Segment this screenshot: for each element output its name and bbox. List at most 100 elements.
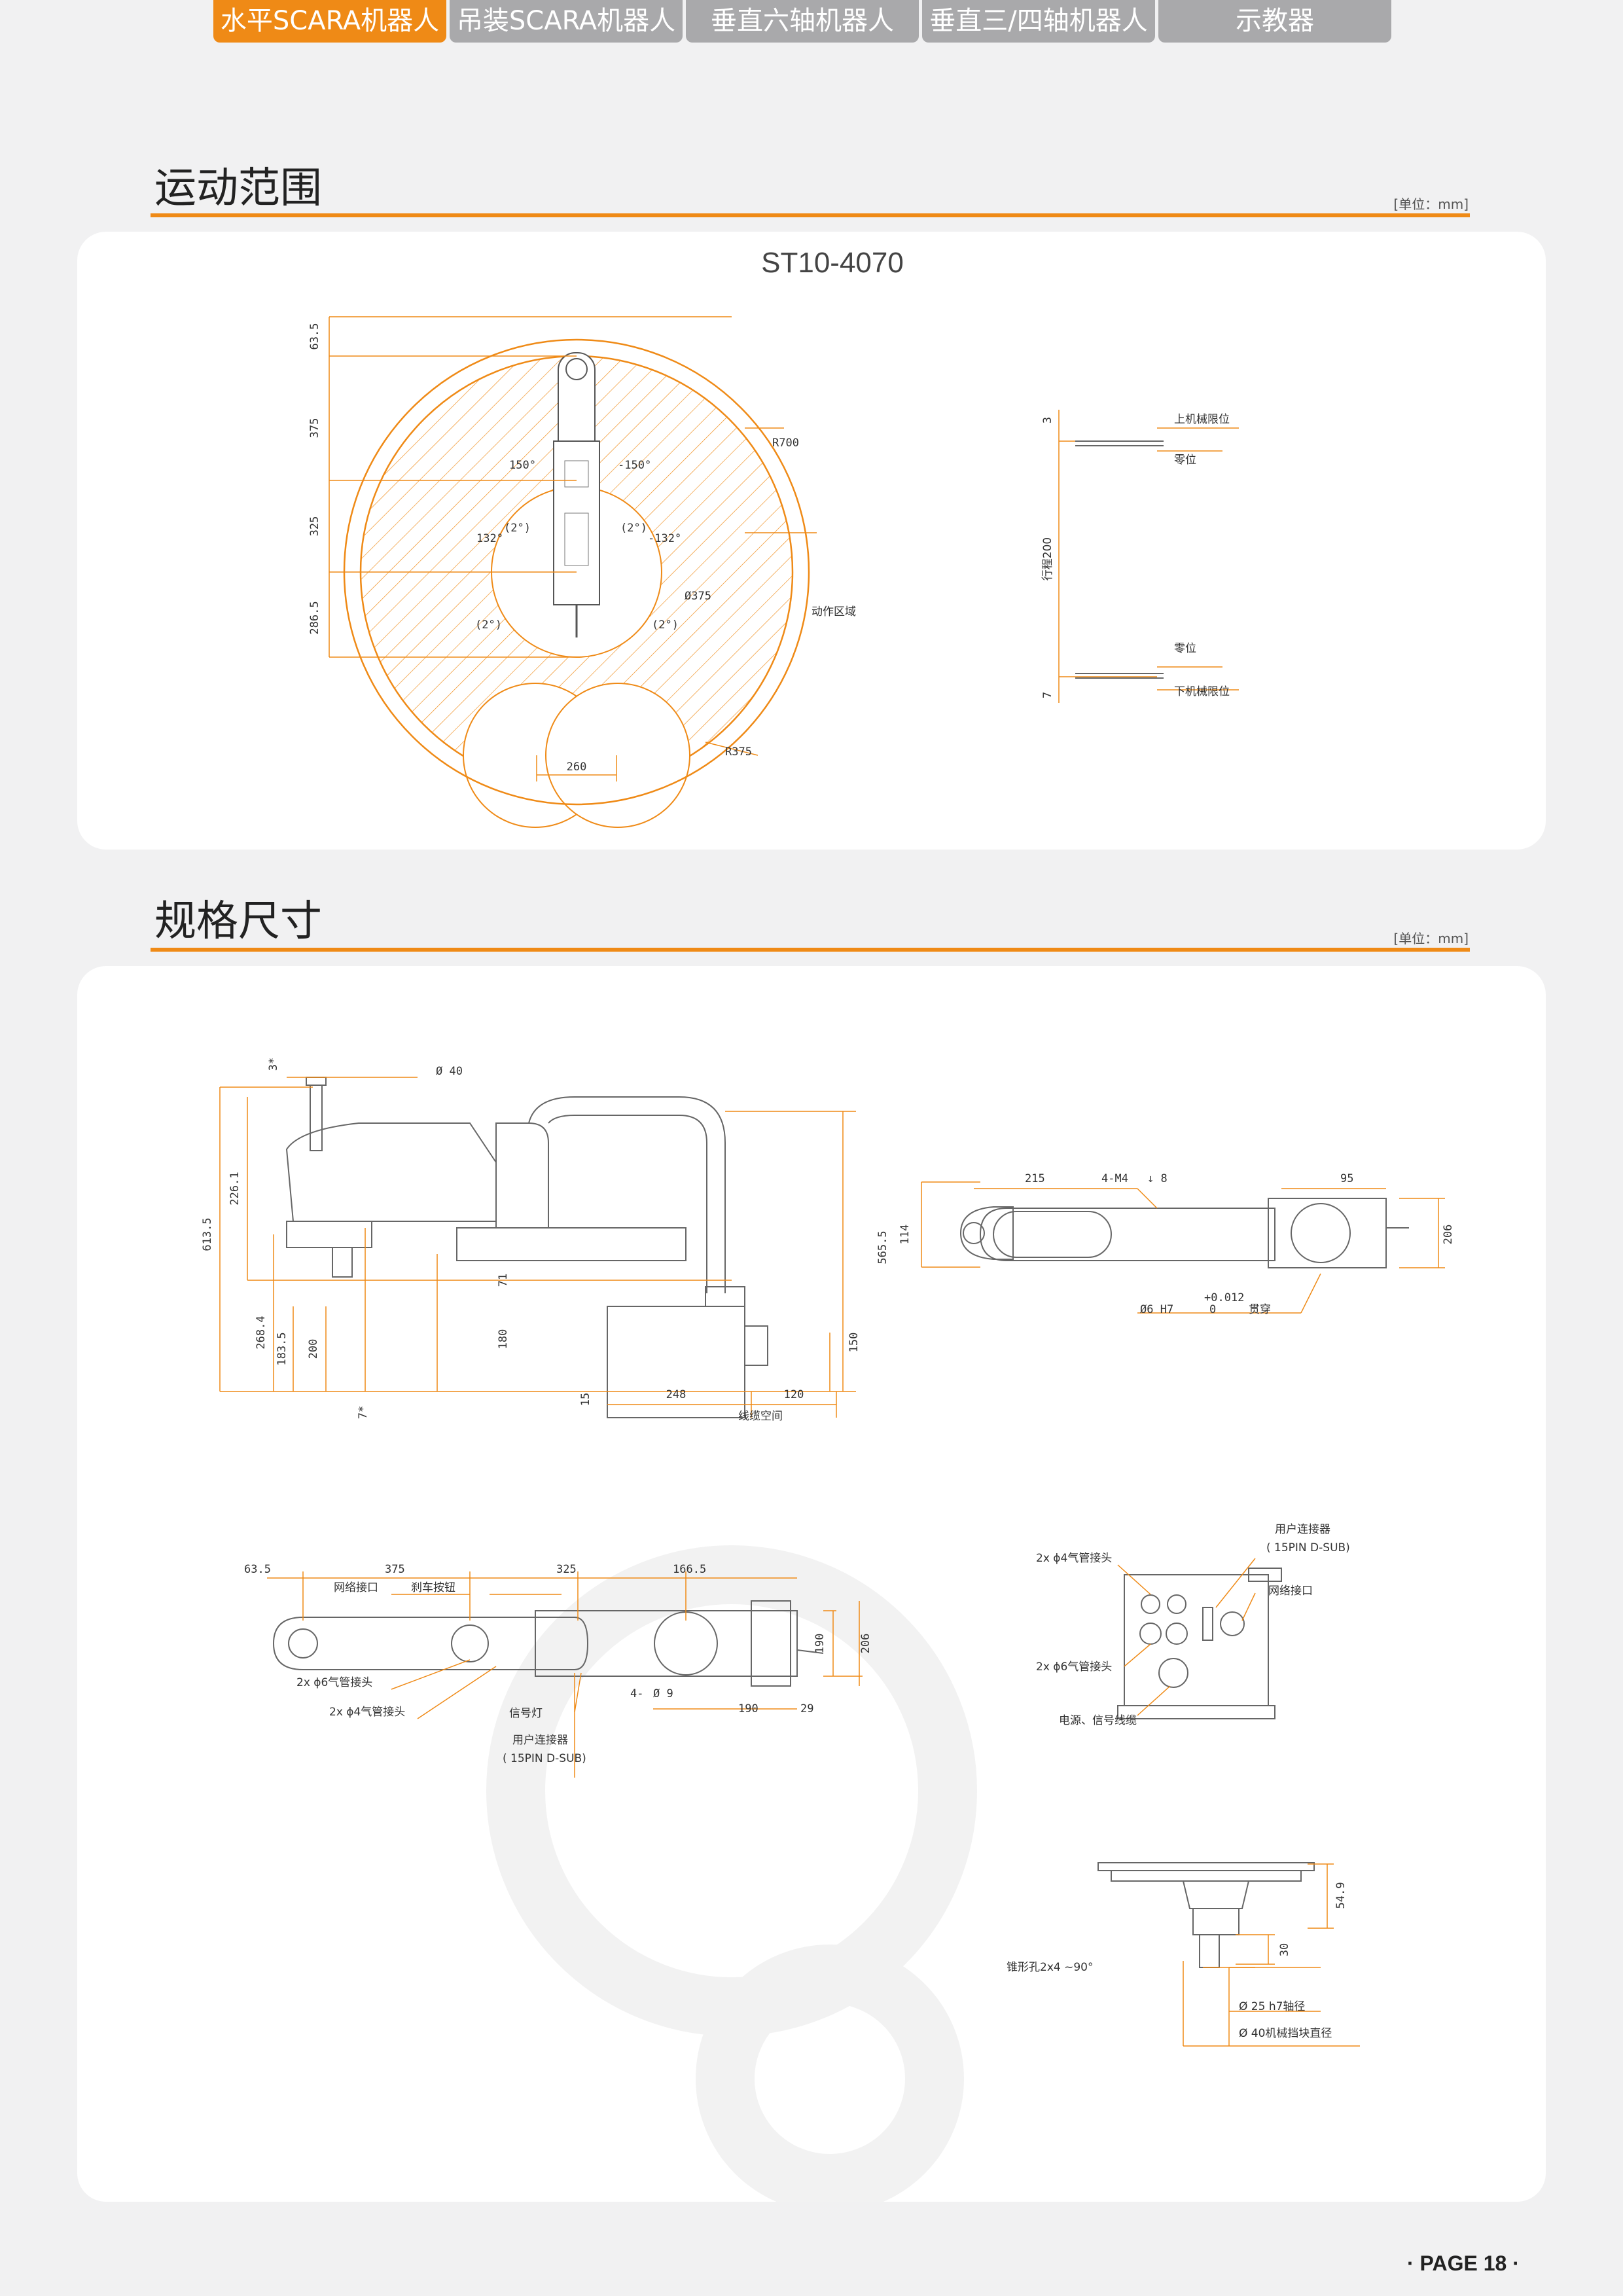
label-zero-2: 零位 bbox=[1174, 642, 1196, 655]
dim-2deg-d: (2°) bbox=[652, 619, 679, 632]
dim-side-183-5: 183.5 bbox=[276, 1332, 289, 1365]
label-6mm-air-fitting: 2x ϕ6气管接头 bbox=[296, 1676, 372, 1689]
dim-top-29: 29 bbox=[800, 1702, 813, 1715]
unit-label-2: [单位：mm] bbox=[1393, 931, 1469, 946]
label-brake-button: 刹车按钮 bbox=[411, 1581, 455, 1594]
dim-side-15: 15 bbox=[579, 1393, 592, 1406]
dim-side-248: 248 bbox=[666, 1388, 687, 1401]
motion-range-drawing: ST10-4070 bbox=[308, 247, 1239, 828]
dim-side-d40: Ø 40 bbox=[436, 1065, 463, 1078]
dim-end-4m4: 4-M4 bbox=[1101, 1172, 1128, 1185]
dim-375: 375 bbox=[308, 418, 321, 439]
side-view-dimensions bbox=[219, 1077, 856, 1418]
dim-2deg-a: (2°) bbox=[504, 522, 531, 535]
tab-horizontal-scara[interactable]: 水平SCARA机器人 bbox=[213, 0, 446, 43]
tab-teach-pendant[interactable]: 示教器 bbox=[1158, 0, 1391, 43]
label-base-4mm-air: 2x ϕ4气管接头 bbox=[1036, 1552, 1112, 1565]
dim-flange-40-stopper: Ø 40机械挡块直径 bbox=[1239, 2027, 1332, 2040]
dim-side-226-1: 226.1 bbox=[228, 1172, 241, 1205]
dim-side-3: 3* bbox=[267, 1058, 280, 1071]
dim-150deg: 150° bbox=[509, 459, 536, 472]
dim-side-565-5: 565.5 bbox=[876, 1230, 889, 1264]
end-view-dimensions bbox=[921, 1181, 1445, 1314]
dim-r375: R375 bbox=[725, 745, 752, 759]
label-base-15pin: ( 15PIN D-SUB) bbox=[1266, 1541, 1350, 1554]
dim-top-166-5: 166.5 bbox=[673, 1563, 706, 1576]
dim-top-d9: Ø 9 bbox=[653, 1687, 673, 1700]
robot-arm-top bbox=[553, 352, 600, 637]
dim-top-325: 325 bbox=[556, 1563, 577, 1576]
section-title-dimensions: 规格尺寸 bbox=[154, 897, 322, 946]
dim-neg150deg: -150° bbox=[618, 459, 651, 472]
dim-top-375: 375 bbox=[385, 1563, 405, 1576]
dim-2deg-b: (2°) bbox=[620, 522, 647, 535]
dim-325: 325 bbox=[308, 516, 321, 537]
dim-top-4: 4- bbox=[630, 1687, 643, 1700]
dim-r700: R700 bbox=[772, 437, 799, 450]
dim-flange-54-9: 54.9 bbox=[1334, 1882, 1347, 1909]
end-view-drawing bbox=[979, 1198, 1409, 1268]
dim-d375: Ø375 bbox=[685, 590, 711, 603]
stroke-markers bbox=[1075, 440, 1164, 679]
end-view-tip bbox=[959, 1206, 1014, 1260]
label-base-power-cable: 电源、信号线缆 bbox=[1059, 1714, 1137, 1727]
dim-top-206: 206 bbox=[859, 1634, 872, 1654]
dim-end-d6h7: Ø6 H7 bbox=[1140, 1303, 1173, 1316]
label-signal-light: 信号灯 bbox=[509, 1707, 543, 1720]
tab-vertical-six-axis[interactable]: 垂直六轴机器人 bbox=[686, 0, 919, 43]
base-view-drawing bbox=[1117, 1568, 1282, 1719]
top-view-drawing bbox=[272, 1600, 824, 1687]
dim-end-tol-zero: 0 bbox=[1209, 1303, 1216, 1316]
dim-side-71: 71 bbox=[497, 1274, 510, 1287]
dim-end-95: 95 bbox=[1340, 1172, 1353, 1185]
label-upper-limit: 上机械限位 bbox=[1174, 413, 1230, 426]
dim-end-215: 215 bbox=[1025, 1172, 1045, 1185]
dim-286-5: 286.5 bbox=[308, 601, 321, 634]
dim-end-206: 206 bbox=[1442, 1225, 1455, 1245]
label-network-port: 网络接口 bbox=[334, 1581, 378, 1594]
label-15pin-dsub: ( 15PIN D-SUB) bbox=[503, 1752, 586, 1765]
flange-view-dimensions bbox=[1183, 1863, 1360, 2047]
dim-end-114: 114 bbox=[899, 1225, 912, 1245]
tab-hanging-scara[interactable]: 吊装SCARA机器人 bbox=[450, 0, 683, 43]
label-zero-1: 零位 bbox=[1174, 454, 1196, 467]
label-taper-hole: 锥形孔2x4 ~90° bbox=[1007, 1961, 1093, 1974]
dim-stroke-7: 7 bbox=[1041, 692, 1054, 698]
side-view-drawing bbox=[285, 1077, 768, 1418]
stroke-diagram bbox=[1058, 410, 1239, 703]
dimensions-panel: Ø 40 3* 613.5 226.1 71 565.5 268.4 183.5… bbox=[77, 966, 1546, 2202]
label-base-network: 网络接口 bbox=[1268, 1585, 1313, 1598]
dim-end-depth8: ↓ 8 bbox=[1147, 1172, 1168, 1185]
dim-side-7: 7* bbox=[357, 1406, 370, 1419]
range-dimensions bbox=[329, 316, 817, 781]
dim-flange-25h7: Ø 25 h7轴径 bbox=[1239, 2000, 1305, 2013]
label-user-connector: 用户连接器 bbox=[512, 1734, 568, 1747]
dim-end-tol-plus: +0.012 bbox=[1204, 1291, 1244, 1304]
dim-side-120: 120 bbox=[784, 1388, 804, 1401]
label-base-6mm-air: 2x ϕ6气管接头 bbox=[1036, 1660, 1112, 1674]
product-tabs: 水平SCARA机器人 吊装SCARA机器人 垂直六轴机器人 垂直三/四轴机器人 … bbox=[213, 0, 1391, 43]
dimensions-drawing: Ø 40 3* 613.5 226.1 71 565.5 268.4 183.5… bbox=[201, 1058, 1455, 2202]
unit-label: [单位：mm] bbox=[1393, 196, 1469, 212]
model-title: ST10-4070 bbox=[761, 247, 904, 279]
dim-neg132deg: -132° bbox=[648, 532, 681, 545]
dim-63-5: 63.5 bbox=[308, 323, 321, 350]
brand-watermark-logo bbox=[486, 1545, 977, 2202]
label-lower-limit: 下机械限位 bbox=[1174, 685, 1230, 698]
tab-vertical-three-four-axis[interactable]: 垂直三/四轴机器人 bbox=[922, 0, 1155, 43]
base-view-leaders bbox=[1117, 1558, 1256, 1716]
dim-top-63-5: 63.5 bbox=[244, 1563, 271, 1576]
dim-top-190b: 190 bbox=[738, 1702, 758, 1715]
section-divider bbox=[151, 213, 1470, 217]
dim-132deg: 132° bbox=[476, 532, 503, 545]
dim-top-190: 190 bbox=[813, 1634, 827, 1654]
flange-view-drawing bbox=[1097, 1862, 1315, 1968]
dim-side-268-4: 268.4 bbox=[255, 1316, 268, 1349]
dim-260: 260 bbox=[567, 761, 587, 774]
label-through: 贯穿 bbox=[1249, 1303, 1271, 1316]
dim-stroke-3: 3 bbox=[1041, 417, 1054, 423]
label-4mm-air-fitting: 2x ϕ4气管接头 bbox=[329, 1706, 405, 1719]
dim-flange-30: 30 bbox=[1278, 1943, 1291, 1956]
dim-side-150: 150 bbox=[847, 1333, 861, 1353]
dim-stroke-200: 行程200 bbox=[1041, 537, 1054, 581]
